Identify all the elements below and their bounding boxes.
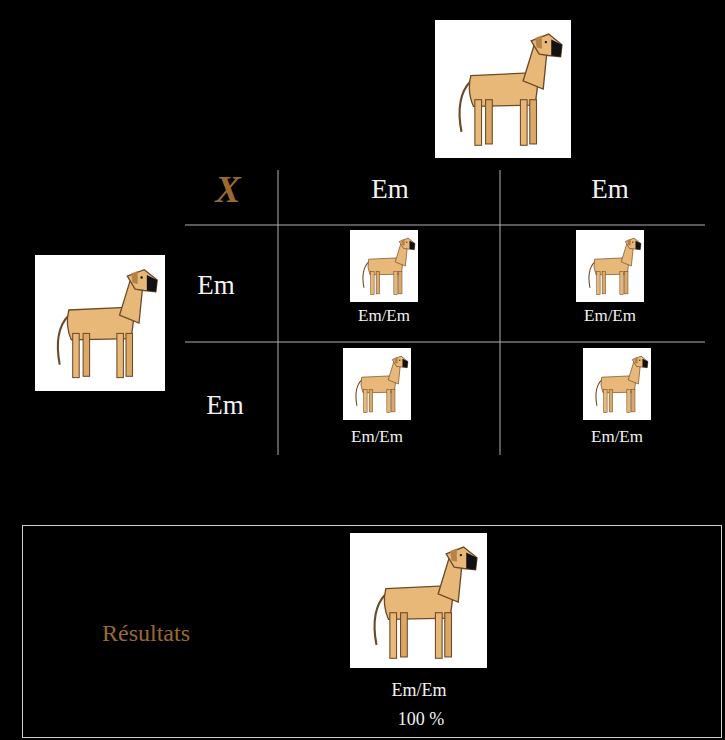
dog-card — [435, 20, 571, 158]
genotype-cell: Em/Em — [591, 428, 643, 447]
results-heading: Résultats — [102, 620, 190, 646]
allele-header: Em — [197, 271, 235, 301]
cross-symbol: X — [215, 169, 240, 211]
genotype-cell: Em/Em — [358, 307, 410, 326]
dog-card — [583, 348, 651, 420]
dog-card — [35, 255, 165, 391]
genotype-cell: Em/Em — [351, 428, 403, 447]
result-genotype: Em/Em — [392, 681, 447, 701]
allele-header: Em — [591, 175, 629, 205]
allele-header: Em — [371, 175, 409, 205]
allele-header: Em — [206, 391, 244, 421]
dog-card — [350, 533, 487, 668]
dog-card — [350, 230, 418, 302]
grid-lines — [185, 170, 705, 455]
genotype-cell: Em/Em — [584, 307, 636, 326]
dog-card — [343, 348, 411, 420]
result-percentage: 100 % — [398, 710, 445, 730]
dog-card — [576, 230, 644, 302]
results-box: RésultatsEm/Em 100 % — [22, 525, 722, 738]
